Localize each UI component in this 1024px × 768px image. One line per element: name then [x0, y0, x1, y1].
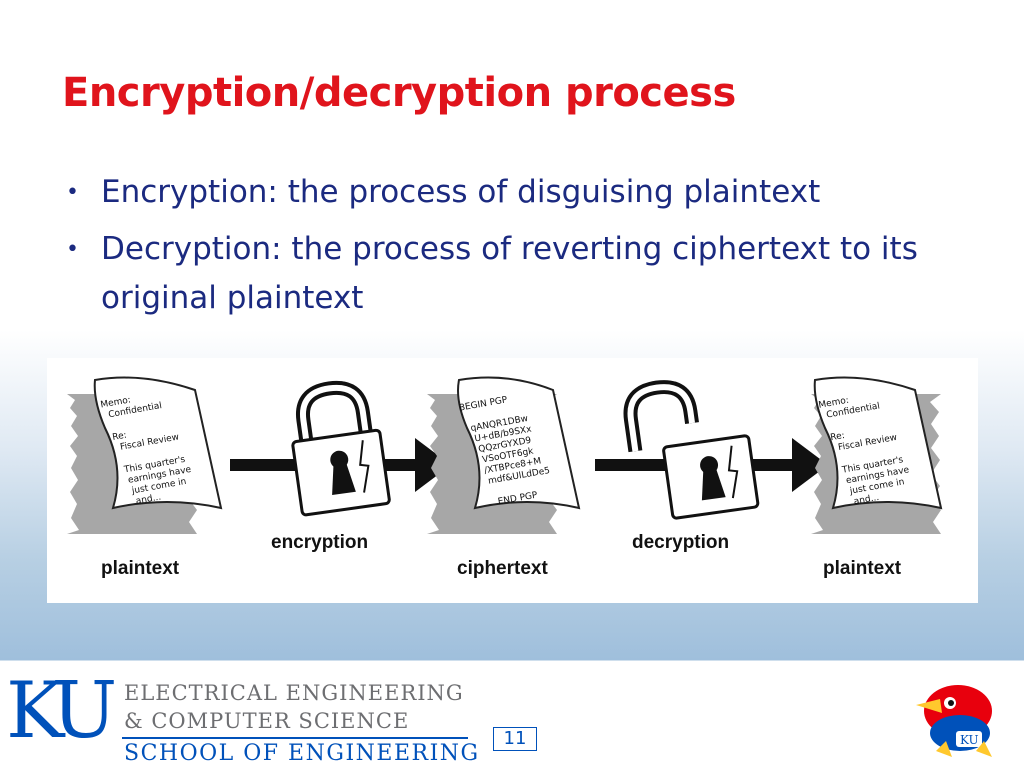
encryption-label: encryption	[271, 532, 368, 553]
document-icon: Memo: Confidential Re: Fiscal Review Thi…	[811, 376, 943, 534]
bullet-marker: •	[66, 237, 79, 262]
ku-logo: KU	[6, 666, 117, 756]
plaintext-out-label: plaintext	[823, 558, 902, 579]
unlocked-padlock-icon	[623, 380, 760, 520]
page-number: 11	[493, 727, 537, 751]
document-icon: Memo: Confidential Re: Fiscal Review Thi…	[67, 376, 223, 534]
school-line: SCHOOL OF ENGINEERING	[124, 741, 480, 766]
memo-line: Re:	[830, 431, 846, 443]
slide-title: Encryption/decryption process	[62, 70, 736, 116]
bullet-marker: •	[66, 180, 79, 205]
encryption-diagram: Memo: Confidential Re: Fiscal Review Thi…	[47, 358, 978, 603]
svg-text:KU: KU	[960, 733, 979, 747]
decryption-label: decryption	[632, 532, 729, 553]
department-line-2: & COMPUTER SCIENCE	[124, 709, 410, 733]
footer-rule	[122, 737, 468, 739]
plaintext-label: plaintext	[101, 558, 180, 579]
jayhawk-mascot-icon: KU	[916, 685, 992, 757]
bullet-item: • Encryption: the process of disguising …	[66, 168, 966, 217]
bullet-text: Decryption: the process of reverting cip…	[101, 231, 918, 316]
bullet-text: Encryption: the process of disguising pl…	[101, 174, 821, 210]
department-line-1: ELECTRICAL ENGINEERING	[124, 681, 464, 705]
ciphertext-label: ciphertext	[457, 558, 548, 579]
memo-line: and...	[135, 493, 162, 507]
footer: KU ELECTRICAL ENGINEERING & COMPUTER SCI…	[0, 661, 1024, 768]
bullet-list: • Encryption: the process of disguising …	[66, 168, 966, 331]
memo-line: Re:	[112, 431, 128, 443]
locked-padlock-icon	[291, 380, 391, 517]
diagram-canvas: Memo: Confidential Re: Fiscal Review Thi…	[67, 376, 943, 579]
document-icon: BEGIN PGP qANQR1DBw U+dB/b9SXx QQzrGYXD9…	[427, 376, 581, 534]
bullet-item: • Decryption: the process of reverting c…	[66, 225, 966, 323]
memo-line: and...	[853, 493, 880, 507]
